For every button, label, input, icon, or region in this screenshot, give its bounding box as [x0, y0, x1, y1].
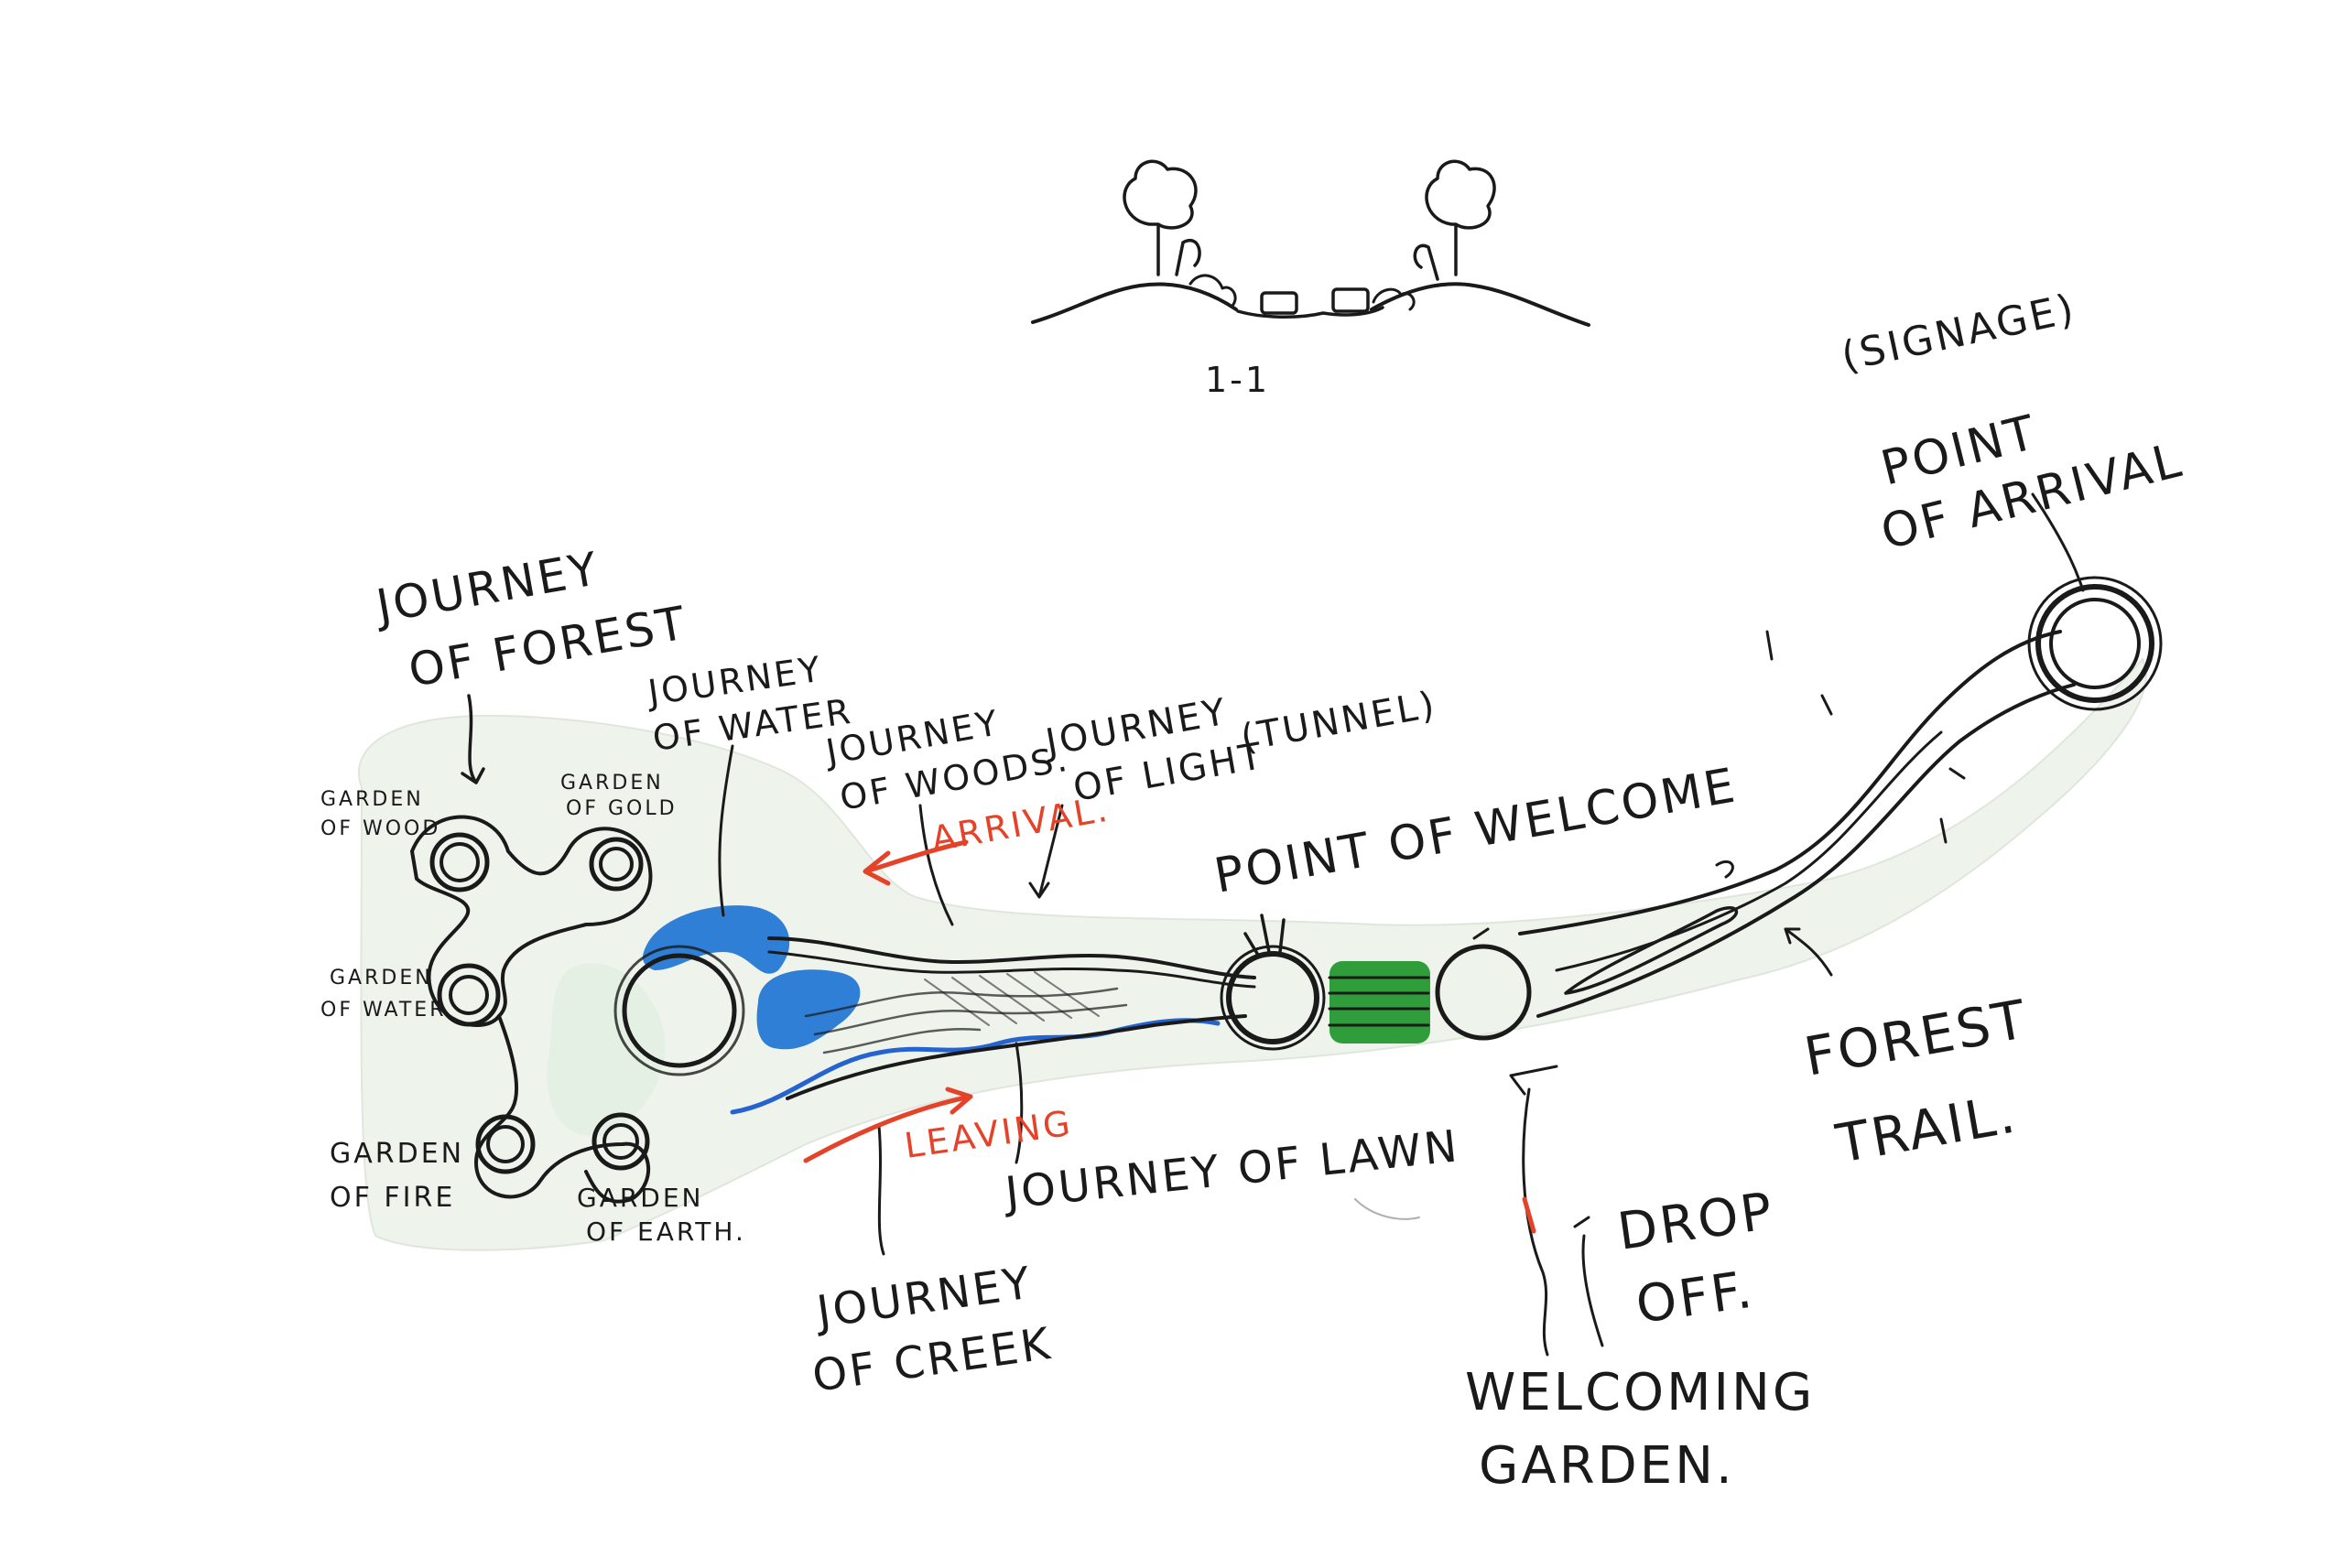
garden-of-earth-line2: OF EARTH. [586, 1217, 746, 1247]
label-journey-of-forest: JOURNEY OF FOREST [370, 542, 691, 697]
welcoming-garden-lawn [1328, 961, 1430, 1044]
garden-of-fire-circle [475, 1114, 536, 1174]
label-journey-of-water: JOURNEY OF WATER [644, 649, 855, 759]
forest-trail-line2: TRAIL. [1831, 1082, 2023, 1175]
creek-line [730, 1018, 1221, 1115]
arrival-arrow [863, 839, 969, 886]
drop-off-line2: OFF. [1633, 1260, 1758, 1335]
tunnel-label: (TUNNEL) [1238, 684, 1440, 760]
label-drop-off: DROP OFF. [1614, 1182, 1778, 1336]
section-label: 1-1 [1205, 360, 1270, 400]
garden-of-earth-circle [591, 1112, 650, 1171]
welcoming-garden-line2: GARDEN. [1479, 1436, 1735, 1496]
garden-of-gold-line2: OF GOLD [566, 797, 678, 820]
garden-of-water-line2: OF WATER [320, 999, 446, 1022]
garden-of-wood-circle [429, 832, 490, 892]
section-sketch: 1-1 [1031, 159, 1590, 400]
point-of-welcome-circle [1220, 914, 1326, 1051]
point-of-welcome-label: POINT OF WELCOME [1210, 758, 1742, 904]
arrival-label: ARRIVAL. [928, 788, 1112, 860]
garden-of-earth-line1: GARDEN [577, 1183, 704, 1213]
garden-of-water-circle [437, 963, 501, 1027]
label-garden-of-earth: GARDEN OF EARTH. [577, 1183, 746, 1247]
label-point-of-arrival: POINT OF ARRIVAL [1876, 405, 2189, 560]
leaving-arrow [803, 1087, 973, 1163]
red-tick [1522, 1196, 1536, 1234]
garden-of-fire-line2: OF FIRE [330, 1182, 455, 1214]
label-signage: (SIGNAGE) [1838, 286, 2080, 381]
label-garden-of-water: GARDEN OF WATER [320, 967, 446, 1022]
garden-of-fire-line1: GARDEN [330, 1138, 464, 1170]
drop-off-line1: DROP [1614, 1182, 1778, 1262]
label-journey-of-light: JOURNEY OF LIGHT [1040, 691, 1268, 810]
site-boundary-wash [357, 657, 2147, 1251]
garden-hub-circle [613, 945, 745, 1076]
label-welcoming-garden: WELCOMING GARDEN. [1465, 1363, 1815, 1496]
garden-of-wood-line1: GARDEN [320, 788, 424, 811]
gardens-cluster [410, 815, 653, 1204]
garden-of-gold-circle [589, 837, 644, 892]
garden-of-gold-line1: GARDEN [560, 772, 664, 795]
journey-of-forest-wash [547, 963, 666, 1137]
label-garden-of-fire: GARDEN OF FIRE [330, 1138, 464, 1214]
label-forest-trail: FOREST TRAIL. [1800, 988, 2033, 1175]
main-path [767, 630, 2076, 1100]
garden-of-water-line1: GARDEN [330, 967, 433, 989]
leader-lines [461, 492, 2085, 1357]
signage-label: (SIGNAGE) [1838, 286, 2080, 381]
forest-trail-line1: FOREST [1800, 988, 2033, 1088]
drop-off-circle [1435, 927, 1532, 1041]
point-of-arrival-circle [2027, 576, 2163, 711]
label-garden-of-gold: GARDEN OF GOLD [560, 772, 678, 820]
garden-of-wood-line2: OF WOOD [320, 817, 440, 840]
water-pond-lower [756, 969, 861, 1050]
label-journey-of-creek: JOURNEY OF CREEK [809, 1257, 1056, 1401]
label-garden-of-wood: GARDEN OF WOOD [320, 788, 440, 840]
leaving-label: LEAVING [902, 1103, 1075, 1166]
welcoming-garden-line1: WELCOMING [1465, 1363, 1815, 1422]
